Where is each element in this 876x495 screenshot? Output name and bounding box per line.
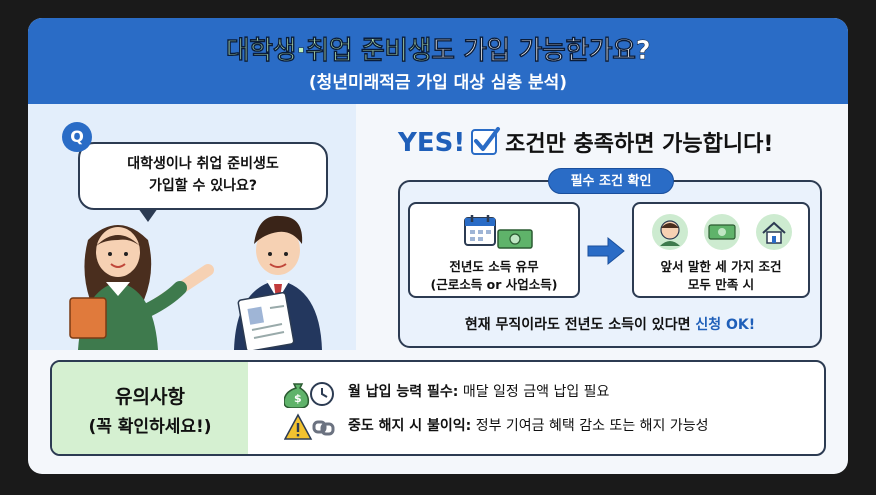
caution-notes: 유의사항 (꼭 확인하세요!) $ 월 납입 능력 필수: 매달 일정 금액 납… — [50, 360, 826, 456]
warning-chain-icon — [284, 413, 335, 440]
note-cancellation-text: 정부 기여금 혜택 감소 또는 해지 가능성 — [471, 418, 709, 434]
job-seeker-man-figure — [234, 215, 322, 350]
condition-all-box: 앞서 말한 세 가지 조건 모두 만족 시 — [632, 202, 810, 298]
note-cancellation-label: 중도 해지 시 불이익: — [348, 418, 472, 434]
money-icon — [497, 229, 533, 249]
yes-label: YES! — [398, 128, 466, 158]
question-bubble: 대학생이나 취업 준비생도 가입할 수 있나요? — [78, 142, 328, 210]
svg-text:$: $ — [294, 392, 302, 405]
question-line-2: 가입할 수 있나요? — [148, 178, 258, 194]
page-title: 대학생·취업 준비생도 가입 가능한가요? — [28, 30, 848, 67]
condition-income-line-1: 전년도 소득 유무 — [449, 259, 539, 274]
arrow-right-icon — [587, 236, 625, 266]
notes-heading-sub: (꼭 확인하세요!) — [88, 417, 212, 437]
person-icon — [652, 214, 688, 250]
bubble-tail — [138, 208, 158, 222]
checkmark-icon — [471, 127, 501, 155]
notes-heading-title: 유의사항 — [115, 386, 185, 408]
title-rest: 도 가입 가능한가요? — [431, 36, 651, 67]
condition-all-line-2: 모두 만족 시 — [687, 277, 755, 292]
answer-text: 조건만 충족하면 가능합니다! — [505, 132, 774, 157]
condition-all-line-1: 앞서 말한 세 가지 조건 — [660, 259, 782, 274]
infographic-card: 대학생·취업 준비생도 가입 가능한가요? (청년미래적금 가입 대상 심층 분… — [28, 18, 848, 474]
people-illustration — [69, 215, 322, 350]
question-section: 대학생이나 취업 준비생도 가입할 수 있나요? Q — [28, 104, 356, 350]
cash-icon — [704, 214, 740, 250]
q-badge: Q — [62, 122, 92, 152]
calendar-icon — [464, 215, 496, 246]
conditions-tab: 필수 조건 확인 — [548, 168, 674, 194]
student-woman-figure — [69, 225, 214, 350]
page-subtitle: (청년미래적금 가입 대상 심층 분석) — [308, 73, 568, 93]
question-line-1: 대학생이나 취업 준비생도 — [127, 156, 279, 172]
condition-income-box: 전년도 소득 유무 (근로소득 or 사업소득) — [408, 202, 580, 298]
answer-line: YES! 조건만 충족하면 가능합니다! — [398, 126, 838, 162]
house-icon — [756, 214, 792, 250]
conditions-footer: 현재 무직이라도 전년도 소득이 있다면 신청 OK! — [398, 314, 822, 334]
title-highlight: 대학생·취업 준비생 — [225, 36, 432, 67]
notes-heading: 유의사항 (꼭 확인하세요!) — [52, 362, 248, 454]
note-payment-text: 매달 일정 금액 납입 필요 — [458, 384, 610, 400]
footer-text: 현재 무직이라도 전년도 소득이 있다면 — [464, 317, 696, 333]
condition-income-line-2: (근로소득 or 사업소득) — [430, 277, 558, 292]
money-bag-clock-icon: $ — [284, 382, 334, 408]
note-payment-label: 월 납입 능력 필수: — [348, 384, 459, 400]
header-banner: 대학생·취업 준비생도 가입 가능한가요? (청년미래적금 가입 대상 심층 분… — [28, 18, 848, 104]
footer-emphasis: 신청 OK! — [695, 317, 756, 333]
